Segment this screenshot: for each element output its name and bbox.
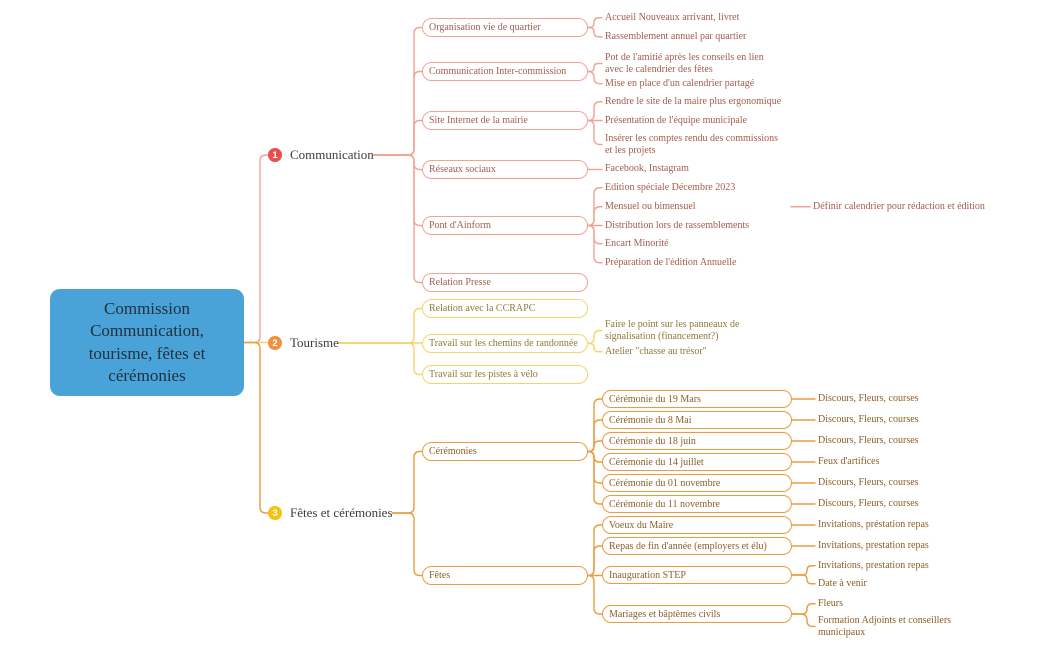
topic-ceremonie-14-juillet[interactable]: Cérémonie du 14 juillet xyxy=(602,453,792,471)
leaf-invitations-prestation-repas[interactable]: Invitations, préstation repas xyxy=(818,519,929,530)
topic-repas-fin-annee[interactable]: Repas de fin d'année (employers et élu) xyxy=(602,537,792,555)
topic-ceremonie-8-mai[interactable]: Cérémonie du 8 Mai xyxy=(602,411,792,429)
topic-fetes[interactable]: Fêtes xyxy=(422,566,588,585)
topic-ceremonie-19-mars[interactable]: Cérémonie du 19 Mars xyxy=(602,390,792,408)
topic-site-internet-de-la-mairie[interactable]: Site Internet de la mairie xyxy=(422,111,588,130)
branch-label: Fêtes et cérémonies xyxy=(290,505,393,520)
leaf-edition-speciale-decembre[interactable]: Edition spéciale Décembre 2023 xyxy=(605,182,736,193)
leaf-formation-adjoints-conseillers[interactable]: Formation Adjoints et conseillers munici… xyxy=(818,615,952,638)
branch-communication[interactable]: 1 Communication xyxy=(268,145,374,165)
leaf-atelier-chasse-au-tresor[interactable]: Atelier "chasse au trésor" xyxy=(605,346,707,357)
topic-pistes-a-velo[interactable]: Travail sur les pistes à vélo xyxy=(422,365,588,384)
leaf-site-ergonomique[interactable]: Rendre le site de la maire plus ergonomi… xyxy=(605,96,782,107)
leaf-encart-minorite[interactable]: Encart Minorité xyxy=(605,238,669,249)
leaf-discours-fleurs-courses[interactable]: Discours, Fleurs, courses xyxy=(818,435,919,446)
leaf-accueil-nouveaux-arrivant[interactable]: Accueil Nouveaux arrivant, livret xyxy=(605,12,740,23)
priority-1-icon: 1 xyxy=(268,148,282,162)
topic-relation-ccrapc[interactable]: Relation avec la CCRAPC xyxy=(422,299,588,318)
topic-organisation-vie-de-quartier[interactable]: Organisation vie de quartier xyxy=(422,18,588,37)
priority-2-icon: 2 xyxy=(268,336,282,350)
leaf-panneaux-signalisation[interactable]: Faire le point sur les panneaux de signa… xyxy=(605,319,740,342)
leaf-invitations-prestation-repas[interactable]: Invitations, prestation repas xyxy=(818,560,929,571)
leaf-discours-fleurs-courses[interactable]: Discours, Fleurs, courses xyxy=(818,414,919,425)
topic-inauguration-step[interactable]: Inauguration STEP xyxy=(602,566,792,584)
leaf-discours-fleurs-courses[interactable]: Discours, Fleurs, courses xyxy=(818,498,919,509)
leaf-date-a-venir[interactable]: Date à venir xyxy=(818,578,867,589)
leaf-facebook-instagram[interactable]: Facebook, Instagram xyxy=(605,163,689,174)
branch-label: Tourisme xyxy=(290,335,339,350)
topic-ceremonie-11-novembre[interactable]: Cérémonie du 11 novembre xyxy=(602,495,792,513)
topic-mariages-baptemes-civils[interactable]: Mariages et bâptèmes civils xyxy=(602,605,792,623)
branch-tourisme[interactable]: 2 Tourisme xyxy=(268,333,339,353)
leaf-discours-fleurs-courses[interactable]: Discours, Fleurs, courses xyxy=(818,477,919,488)
leaf-preparation-edition-annuelle[interactable]: Préparation de l'édition Annuelle xyxy=(605,257,737,268)
branch-fetes-et-ceremonies[interactable]: 3 Fêtes et cérémonies xyxy=(268,503,393,523)
leaf-pot-de-l-amitie[interactable]: Pot de l'amitié après les conseils en li… xyxy=(605,52,764,75)
root-topic-commission[interactable]: Commission Communication, tourisme, fête… xyxy=(50,289,244,396)
leaf-comptes-rendu[interactable]: Insérer les comptes rendu des commission… xyxy=(605,133,779,156)
topic-ceremonie-01-novembre[interactable]: Cérémonie du 01 novembre xyxy=(602,474,792,492)
leaf-fleurs[interactable]: Fleurs xyxy=(818,598,843,609)
leaf-discours-fleurs-courses[interactable]: Discours, Fleurs, courses xyxy=(818,393,919,404)
leaf-definir-calendrier-redaction[interactable]: Définir calendrier pour rédaction et édi… xyxy=(813,201,985,212)
topic-voeux-du-maire[interactable]: Voeux du Maire xyxy=(602,516,792,534)
topic-pont-d-ainform[interactable]: Pont d'Ainform xyxy=(422,216,588,235)
leaf-calendrier-partage[interactable]: Mise en place d'un calendrier partagé xyxy=(605,78,755,89)
leaf-mensuel-ou-bimensuel[interactable]: Mensuel ou bimensuel xyxy=(605,201,696,212)
leaf-presentation-equipe[interactable]: Présentation de l'équipe municipale xyxy=(605,115,748,126)
priority-3-icon: 3 xyxy=(268,506,282,520)
leaf-feux-d-artifices[interactable]: Feux d'artifices xyxy=(818,456,880,467)
topic-relation-presse[interactable]: Relation Presse xyxy=(422,273,588,292)
topic-ceremonie-18-juin[interactable]: Cérémonie du 18 juin xyxy=(602,432,792,450)
branch-label: Communication xyxy=(290,147,374,162)
topic-communication-inter-commission[interactable]: Communication Inter-commission xyxy=(422,62,588,81)
leaf-invitations-prestation-repas[interactable]: Invitations, prestation repas xyxy=(818,540,929,551)
leaf-distribution-rassemblements[interactable]: Distribution lors de rassemblements xyxy=(605,220,750,231)
topic-ceremonies[interactable]: Cérémonies xyxy=(422,442,588,461)
leaf-rassemblement-annuel[interactable]: Rassemblement annuel par quartier xyxy=(605,31,747,42)
topic-reseaux-sociaux[interactable]: Réseaux sociaux xyxy=(422,160,588,179)
topic-chemins-de-randonnee[interactable]: Travail sur les chemins de randonnée xyxy=(422,334,588,353)
